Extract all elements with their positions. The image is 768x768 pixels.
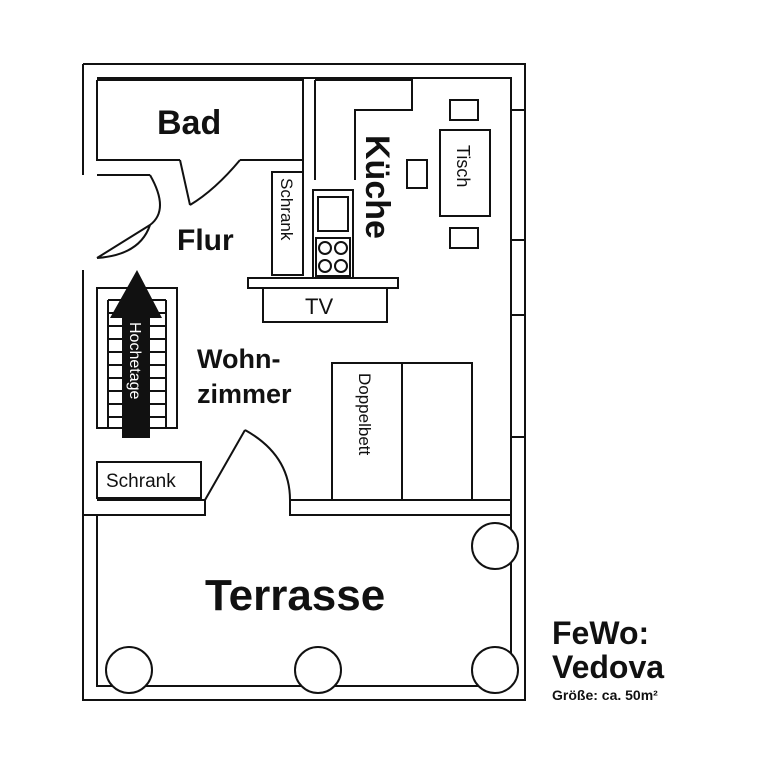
stove-burner-icon [334, 241, 348, 255]
kueche-label: Küche [358, 135, 396, 239]
bar-counter [247, 277, 399, 289]
bad-door [179, 159, 241, 206]
tv-stand [262, 287, 388, 323]
tisch-label: Tisch [453, 145, 473, 187]
schrank-wohn-shape [96, 461, 202, 499]
fewo-label: FeWo: [552, 615, 649, 651]
doppelbett-label: Doppelbett [355, 373, 374, 456]
vedova-label: Vedova [552, 649, 664, 685]
outer-wall [82, 63, 526, 701]
terrace-door [204, 429, 291, 501]
planter-icon [105, 646, 153, 694]
sink-icon [317, 196, 349, 232]
wohnzimmer-label-line2: zimmer [197, 379, 292, 409]
wohnzimmer-label-line1: Wohn- [197, 344, 280, 374]
chair-icon [406, 159, 428, 189]
tv-label: TV [305, 294, 333, 319]
planter-icon [471, 646, 519, 694]
planter-icon [294, 646, 342, 694]
window-right-lower [510, 314, 526, 438]
stove-burner-icon [334, 259, 348, 273]
stairs-arrow-icon [110, 270, 162, 438]
table-shape [439, 129, 491, 217]
terrasse-label: Terrasse [205, 571, 385, 620]
stove-burner-icon [318, 241, 332, 255]
schrank-wohn-label: Schrank [106, 471, 176, 492]
hochetage-label: Hochetage [126, 322, 143, 399]
window-right-upper [510, 109, 526, 241]
planter-icon [471, 522, 519, 570]
terrace-wall [83, 499, 511, 516]
stove-icon [315, 237, 351, 277]
size-label: Größe: ca. 50m² [552, 687, 658, 703]
entrance-door [96, 174, 161, 259]
stove-burner-icon [318, 259, 332, 273]
schrank-flur-shape [271, 171, 304, 276]
chair-icon [449, 227, 479, 249]
bad-label: Bad [157, 104, 221, 142]
schrank-flur-label: Schrank [277, 178, 296, 241]
chair-icon [449, 99, 479, 121]
flur-label: Flur [177, 224, 234, 257]
